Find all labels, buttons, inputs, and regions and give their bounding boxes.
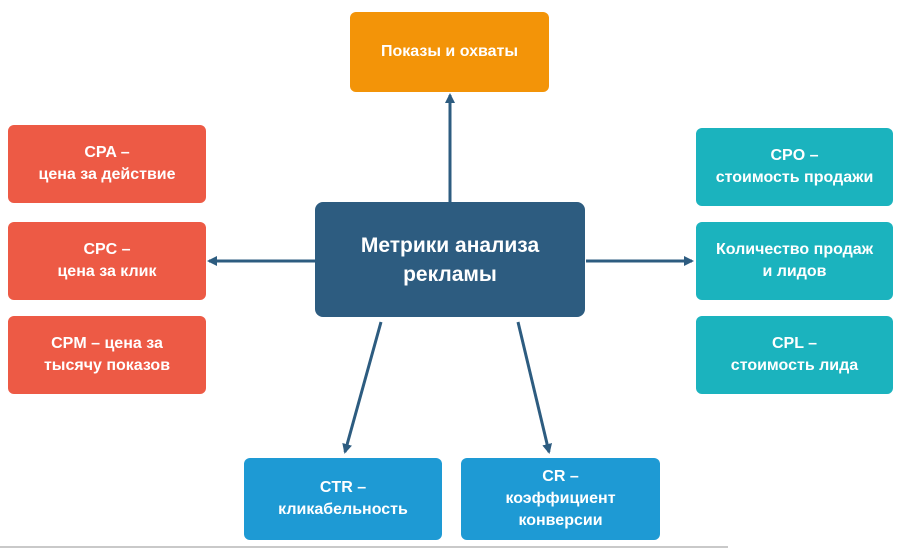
node-ctr: CTR – кликабельность — [244, 458, 442, 540]
center-title-line2: рекламы — [403, 262, 497, 286]
arrow-to-bottom-right — [516, 321, 553, 454]
node-cpa: CPA – цена за действие — [8, 125, 206, 203]
node-sales-leads-line1: Количество продаж — [715, 241, 874, 258]
node-cpl: CPL – стоимость лида — [696, 316, 893, 394]
node-cpa-line2: цена за действие — [38, 166, 176, 183]
node-cpm: CPM – цена за тысячу показов — [8, 316, 206, 394]
node-cr-line1: CR – — [542, 468, 579, 485]
node-cr: CR – коэффициент конверсии — [461, 458, 660, 540]
node-cpa-line1: CPA – — [84, 144, 130, 161]
node-cpm-line1: CPM – цена за — [51, 335, 163, 352]
node-ctr-line2: кликабельность — [278, 501, 408, 518]
node-cpo: CPO – стоимость продажи — [696, 128, 893, 206]
node-reach: Показы и охваты — [350, 12, 549, 92]
node-cpo-line1: CPO – — [770, 147, 819, 164]
node-cpo-line2: стоимость продажи — [715, 169, 874, 186]
bottom-divider — [0, 546, 728, 548]
node-sales-leads-line2: и лидов — [762, 263, 827, 280]
node-cpc-line2: цена за клик — [57, 263, 157, 280]
node-cpc: CPC – цена за клик — [8, 222, 206, 300]
node-cr-line2: коэффициент — [505, 490, 616, 507]
node-cpc-line1: CPC – — [83, 241, 131, 258]
arrow-to-bottom-left — [342, 321, 383, 454]
node-cpl-line2: стоимость лида — [730, 357, 859, 374]
center-title-line1: Метрики анализа — [360, 233, 540, 257]
node-ctr-line1: CTR – — [319, 479, 367, 496]
node-cpm-line2: тысячу показов — [43, 357, 171, 374]
node-sales-leads: Количество продаж и лидов — [696, 222, 893, 300]
node-cr-line3: конверсии — [518, 512, 603, 529]
node-center: Метрики анализа рекламы — [315, 202, 585, 317]
node-cpl-line1: CPL – — [771, 335, 818, 352]
node-reach-label: Показы и охваты — [380, 43, 518, 60]
